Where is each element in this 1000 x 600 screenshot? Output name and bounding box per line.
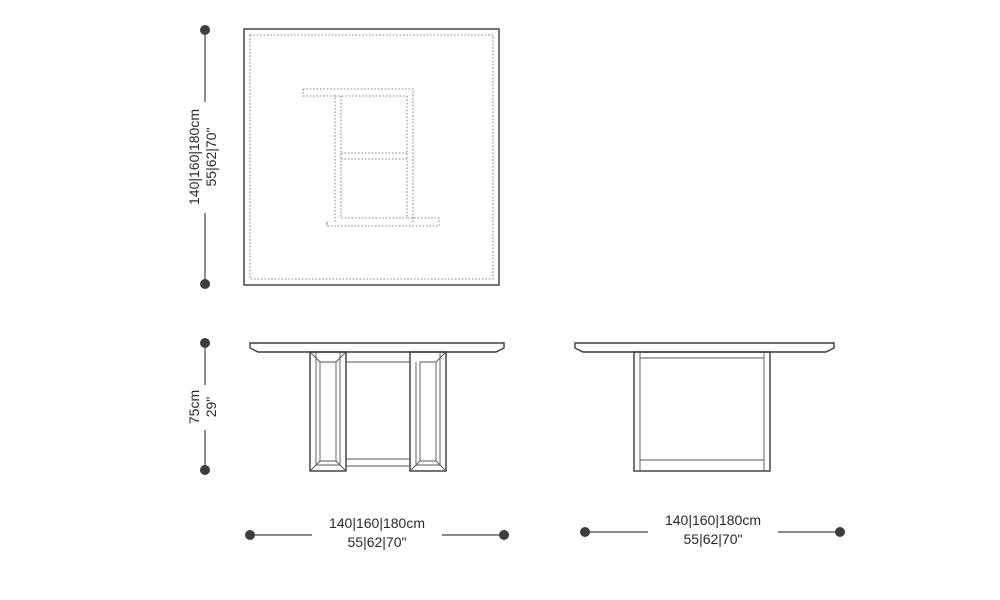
- tabletop-outline: [243, 28, 500, 286]
- dimension-endpoint-icon: [245, 530, 255, 540]
- depth-label-cm: 140|160|180cm: [186, 109, 202, 205]
- side-base-frame: [633, 351, 771, 472]
- depth-dimension: 140|160|180cm 55|62|70": [186, 25, 219, 289]
- front-view: [249, 342, 505, 472]
- front-left-leg-frame: [309, 351, 347, 472]
- depth-label-in: 55|62|70": [203, 127, 219, 186]
- side-width-label-cm: 140|160|180cm: [665, 512, 761, 528]
- front-width-dimension: 140|160|180cm 55|62|70": [245, 512, 509, 552]
- dimension-endpoint-icon: [200, 279, 210, 289]
- side-width-label-in: 55|62|70": [684, 531, 743, 547]
- tabletop-inset: [249, 34, 494, 280]
- base-hidden-outline: [302, 88, 440, 227]
- dimension-endpoint-icon: [200, 25, 210, 35]
- dimension-endpoint-icon: [499, 530, 509, 540]
- front-right-leg-frame: [409, 351, 447, 472]
- top-view: [243, 28, 500, 286]
- dimension-endpoint-icon: [580, 527, 590, 537]
- height-dimension: 75cm 29": [186, 338, 219, 475]
- height-label-cm: 75cm: [186, 390, 202, 424]
- dimension-endpoint-icon: [835, 527, 845, 537]
- side-view: [574, 342, 835, 472]
- label-backdrop: [312, 512, 442, 552]
- dimension-endpoint-icon: [200, 338, 210, 348]
- height-label-in: 29": [203, 397, 219, 418]
- front-width-label-in: 55|62|70": [348, 534, 407, 550]
- front-width-label-cm: 140|160|180cm: [329, 515, 425, 531]
- side-width-dimension: 140|160|180cm 55|62|70": [580, 509, 845, 549]
- label-backdrop: [648, 509, 778, 549]
- side-tabletop: [574, 342, 835, 353]
- dimension-endpoint-icon: [200, 465, 210, 475]
- front-tabletop: [249, 342, 505, 353]
